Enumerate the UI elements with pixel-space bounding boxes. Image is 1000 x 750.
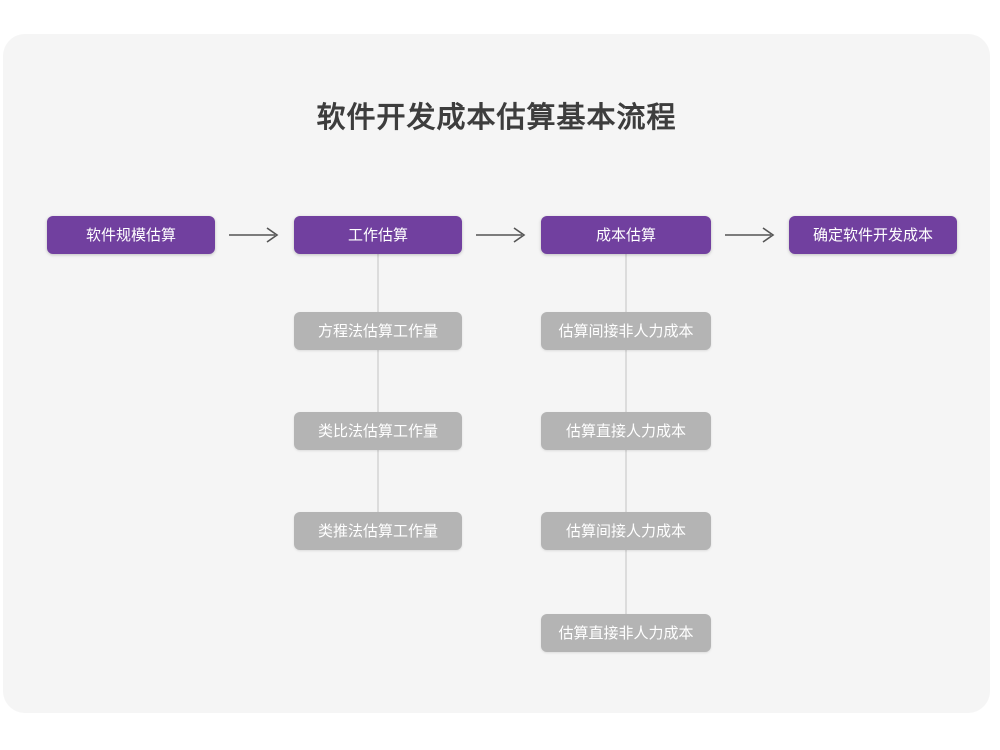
flow-node-label: 确定软件开发成本 [812,226,933,244]
flow-node-stage-2[interactable]: 工作估算 [294,216,462,254]
flow-node-stage-3[interactable]: 成本估算 [541,216,711,254]
flow-node-stage-4[interactable]: 确定软件开发成本 [789,216,957,254]
flow-subnode-label: 类比法估算工作量 [317,422,438,440]
arrow-right-icon-3 [723,224,779,246]
flow-subnode-3-3[interactable]: 估算间接人力成本 [541,512,711,550]
flow-subnode-label: 估算直接非人力成本 [558,624,694,642]
arrow-right-icon-1 [227,224,283,246]
flow-subnode-label: 估算间接非人力成本 [558,322,694,340]
flow-subnode-label: 方程法估算工作量 [317,322,438,340]
page-title: 软件开发成本估算基本流程 [316,102,677,134]
flow-node-label: 软件规模估算 [85,226,176,244]
flow-node-stage-1[interactable]: 软件规模估算 [47,216,215,254]
flow-subnode-3-1[interactable]: 估算间接非人力成本 [541,312,711,350]
flow-node-label: 成本估算 [595,226,656,244]
flow-subnode-2-1[interactable]: 方程法估算工作量 [294,312,462,350]
flow-subnode-label: 估算间接人力成本 [565,522,686,540]
flow-subnode-2-3[interactable]: 类推法估算工作量 [294,512,462,550]
flow-node-label: 工作估算 [347,226,408,244]
flow-subnode-2-2[interactable]: 类比法估算工作量 [294,412,462,450]
arrow-right-icon-2 [474,224,530,246]
flow-subnode-label: 估算直接人力成本 [565,422,686,440]
flow-subnode-3-2[interactable]: 估算直接人力成本 [541,412,711,450]
flowchart-canvas: 软件规模估算 工作估算 方程法估算工作量 类比法估算工作量 类推法估算工作量 [3,34,990,713]
flow-subnode-3-4[interactable]: 估算直接非人力成本 [541,614,711,652]
flow-subnode-label: 类推法估算工作量 [317,522,438,540]
connector-line-column-2 [377,254,379,534]
diagram-card: 软件开发成本估算基本流程 软件规模估算 工作估算 方程法估算工作量 类比法估算工… [3,34,990,713]
